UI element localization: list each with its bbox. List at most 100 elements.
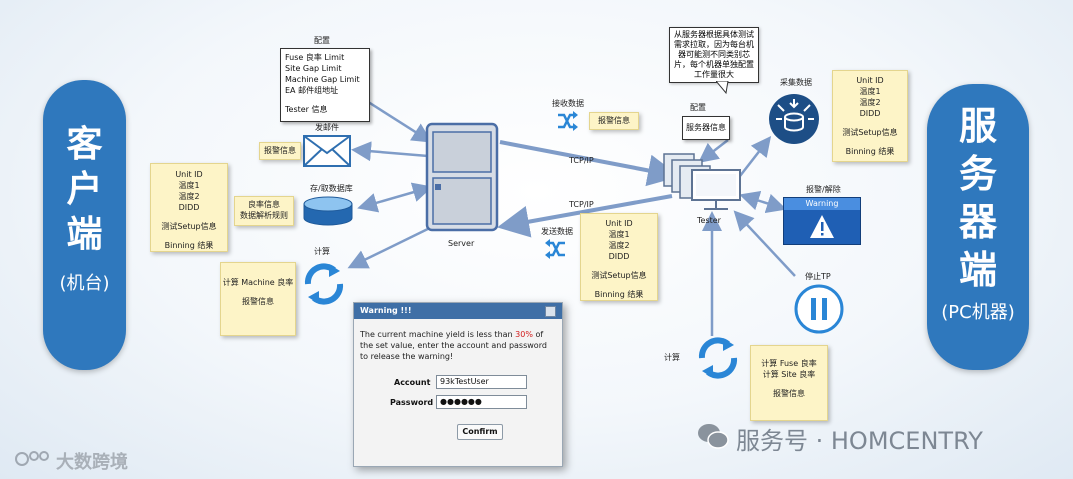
alarm-arrow	[739, 190, 787, 214]
server-title-char: 务	[958, 152, 997, 196]
server-icon	[425, 122, 499, 232]
tester-label: Tester	[697, 216, 721, 225]
note-line: 测试Setup信息	[842, 128, 898, 137]
note-line: 良率信息	[248, 200, 280, 209]
bubble-line: 从服务器根据具体测试	[674, 30, 754, 39]
client-title-char: 端	[66, 214, 103, 255]
mail-arrow	[351, 141, 429, 162]
note-line: Unit ID	[605, 219, 633, 228]
note-line: DIDD	[859, 109, 881, 118]
note-line: Unit ID	[175, 170, 203, 179]
message-highlight: 30%	[515, 330, 533, 339]
stop-arrow	[733, 210, 796, 277]
config-label: 配置	[314, 36, 330, 45]
note-line: Binning 结果	[594, 290, 644, 299]
message-text: The current machine yield is less than	[360, 330, 516, 339]
config-line: Site Gap Limit	[285, 64, 342, 73]
dialog-title: Warning !!!	[360, 306, 412, 315]
server-title-char: 服	[958, 104, 997, 148]
receive-alarm-note: 报警信息	[589, 112, 639, 130]
client-subtitle: (机台)	[59, 273, 110, 294]
yield-note: 良率信息 数据解析规则	[234, 196, 294, 226]
storage-label: 存/取数据库	[310, 184, 353, 193]
warning-triangle-icon	[810, 215, 834, 238]
note-line: Binning 结果	[164, 241, 214, 250]
send-mail-label: 发邮件	[315, 123, 339, 132]
note-line: 温度2	[859, 98, 881, 107]
note-line: 报警信息	[773, 389, 805, 398]
alarm-release-label: 报警/解除	[806, 185, 841, 194]
note-line: DIDD	[178, 203, 200, 212]
config-line: Fuse 良率 Limit	[285, 53, 345, 62]
pause-icon	[794, 284, 844, 334]
note-line: 温度1	[608, 230, 630, 239]
tcp-bottom-label: TCP/IP	[569, 200, 594, 209]
server-config-label: 配置	[690, 103, 706, 112]
database-icon	[303, 196, 353, 226]
config-line: Tester 信息	[285, 105, 328, 114]
tcp-bottom-arrow	[497, 194, 673, 238]
note-line: Binning 结果	[845, 147, 895, 156]
note-line: 测试Setup信息	[591, 271, 647, 280]
note-line: 温度1	[178, 181, 200, 190]
note-line: 数据解析规则	[240, 211, 288, 220]
note-line: Unit ID	[856, 76, 884, 85]
stop-tp-label: 停止TP	[805, 272, 831, 281]
collect-data-icon	[769, 94, 819, 144]
warning-window-icon: Warning	[783, 197, 861, 245]
tester-icon	[663, 153, 741, 210]
cycle-icon	[698, 337, 738, 379]
close-icon[interactable]	[545, 306, 556, 317]
note-line: 温度1	[859, 87, 881, 96]
account-field[interactable]: 93kTestUser	[436, 375, 527, 389]
send-label: 发送数据	[541, 227, 573, 236]
server-side-panel: 服 务 器 端 (PC机器)	[927, 84, 1029, 370]
client-title-char: 户	[66, 169, 103, 210]
warning-banner: Warning	[784, 198, 860, 210]
server-subtitle: (PC机器)	[941, 302, 1015, 323]
mail-icon	[303, 135, 351, 167]
password-field[interactable]: ●●●●●●	[436, 395, 527, 409]
note-bubble: 从服务器根据具体测试 需求拉取，因为每台机 器可能测不同类别芯 片，每个机器单独…	[669, 27, 759, 83]
note-line: 测试Setup信息	[161, 222, 217, 231]
tcp-top-label: TCP/IP	[569, 156, 594, 165]
calc-right-label: 计算	[664, 353, 680, 362]
receive-label: 接收数据	[552, 99, 584, 108]
calc-left-arrow	[347, 222, 439, 269]
tcp-top-arrow	[499, 140, 680, 187]
collect-arrow	[739, 136, 772, 177]
shuffle-icon	[558, 111, 578, 131]
bubble-line: 工作量很大	[694, 70, 734, 79]
account-label: Account	[394, 378, 431, 387]
collect-label: 采集数据	[780, 78, 812, 87]
alarm-note-left: 报警信息	[259, 142, 301, 160]
db-arrow	[357, 182, 433, 213]
left-info-note: Unit ID 温度1 温度2 DIDD 测试Setup信息 Binning 结…	[150, 163, 228, 252]
right-info-note: Unit ID 温度1 温度2 DIDD 测试Setup信息 Binning 结…	[832, 70, 908, 162]
client-title-char: 客	[66, 124, 103, 165]
watermark-left: 大数跨境	[56, 452, 128, 473]
note-line: 计算 Machine 良率	[222, 278, 294, 287]
note-line: DIDD	[608, 252, 630, 261]
confirm-button[interactable]: Confirm	[457, 424, 503, 440]
server-config-document: 服务器信息	[682, 116, 730, 140]
note-line: 计算 Fuse 良率	[761, 359, 817, 368]
calc-left-label: 计算	[314, 247, 330, 256]
dialog-message: The current machine yield is less than 3…	[354, 319, 562, 362]
server-title-char: 端	[958, 248, 997, 292]
watermark-logo-icon	[15, 451, 49, 466]
note-line: 温度2	[608, 241, 630, 250]
client-panel: 客 户 端 (机台)	[43, 80, 126, 370]
center-info-note: Unit ID 温度1 温度2 DIDD 测试Setup信息 Binning 结…	[580, 213, 658, 301]
config-document: Fuse 良率 Limit Site Gap Limit Machine Gap…	[280, 48, 370, 122]
calc-left-note: 计算 Machine 良率 报警信息	[220, 262, 296, 336]
wechat-icon	[698, 424, 729, 449]
calc-right-note: 计算 Fuse 良率 计算 Site 良率 报警信息	[750, 345, 828, 421]
server-label: Server	[448, 239, 475, 248]
server-config-arrow	[698, 139, 729, 164]
warning-dialog: Warning !!! The current machine yield is…	[353, 302, 563, 467]
password-label: Password	[390, 398, 434, 407]
bubble-line: 需求拉取，因为每台机	[674, 40, 754, 49]
note-line: 温度2	[178, 192, 200, 201]
bubble-line: 器可能测不同类别芯	[678, 50, 750, 59]
